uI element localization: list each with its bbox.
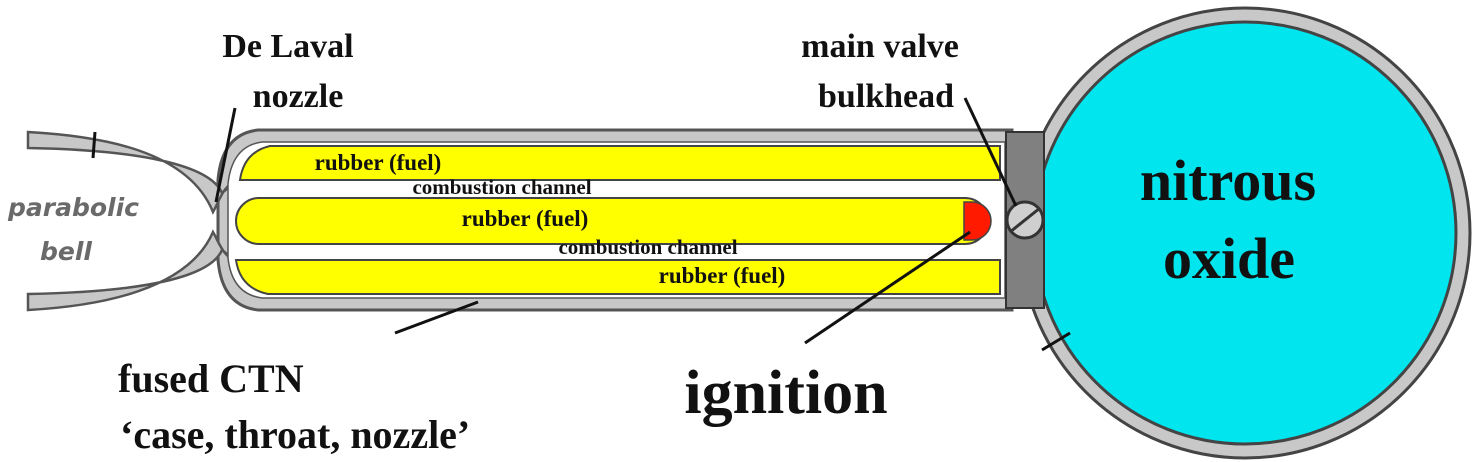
bell-tick	[91, 131, 97, 159]
tank-tick	[1041, 331, 1071, 352]
ctn-label-line2: ‘case, throat, nozzle’	[120, 412, 470, 457]
de-laval-label-line1: De Laval	[222, 28, 353, 65]
main-valve-label-line2: bulkhead	[818, 78, 954, 115]
ctn-label-line1: fused CTN	[118, 356, 304, 401]
main-valve	[1005, 200, 1045, 240]
ignition-label: ignition	[684, 359, 887, 427]
tank-label-line1: nitrous	[1140, 148, 1316, 213]
fuel-label-bottom: rubber (fuel)	[659, 263, 786, 288]
de-laval-label-line2: nozzle	[253, 78, 344, 115]
fuel-label-top: rubber (fuel)	[315, 150, 442, 175]
parabolic-label-line1: parabolic	[7, 193, 139, 222]
combustion-channel-label-lower: combustion channel	[558, 235, 737, 259]
leader-lines	[91, 97, 1071, 352]
igniter-plug	[963, 201, 992, 241]
combustion-channel-label-upper: combustion channel	[412, 175, 591, 199]
parabolic-label-line2: bell	[40, 237, 92, 266]
main-valve-leader	[963, 97, 1018, 207]
tank-label-line2: oxide	[1163, 226, 1295, 291]
nitrous-oxide-tank	[1018, 6, 1472, 460]
parabolic-bell	[26, 130, 241, 312]
fuel-label-middle: rubber (fuel)	[462, 206, 589, 231]
de-laval-leader	[214, 107, 237, 203]
main-valve-label-line1: main valve	[801, 28, 959, 65]
ignition-leader	[804, 230, 971, 345]
ctn-leader	[394, 300, 479, 335]
fuel-grain-top	[238, 145, 1001, 181]
